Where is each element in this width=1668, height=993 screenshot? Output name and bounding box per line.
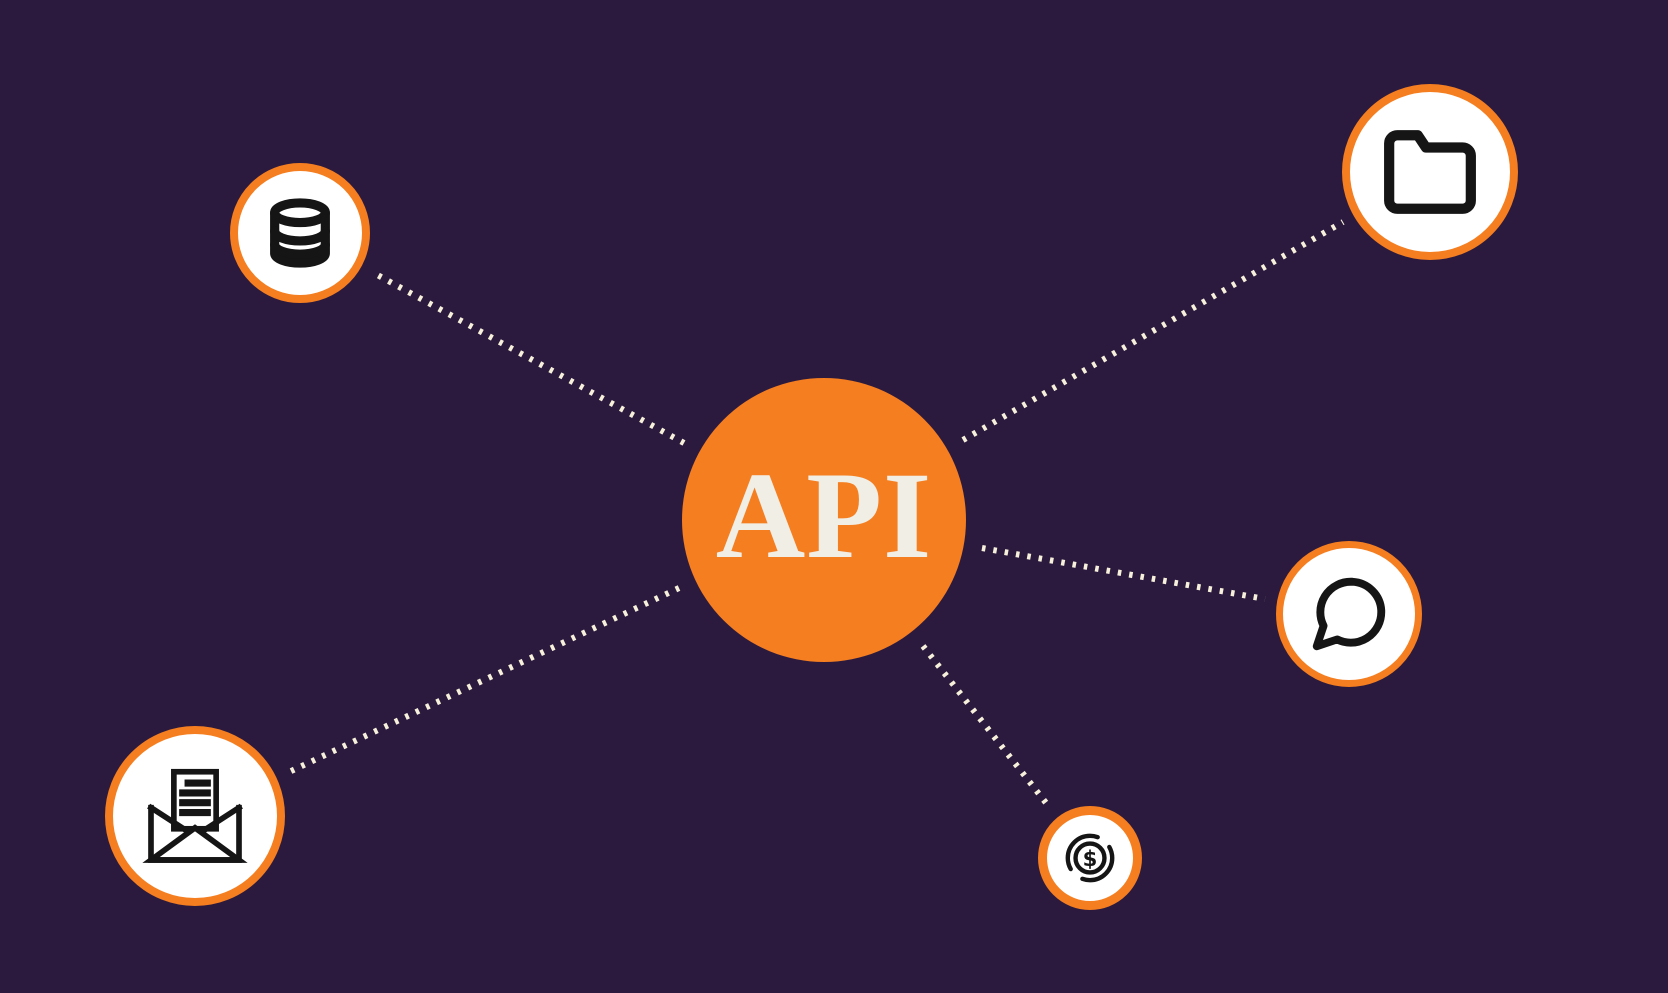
connector-money <box>920 644 1053 810</box>
dollar-sign: $ <box>1083 846 1098 871</box>
connector-folder <box>961 219 1345 443</box>
database-icon <box>270 198 330 268</box>
connector-chat <box>981 545 1266 602</box>
dollar-coin-icon: $ <box>1065 833 1115 883</box>
connector-email <box>285 585 681 776</box>
folder-icon <box>1384 130 1476 214</box>
node-chat <box>1276 541 1422 687</box>
api-label: API <box>715 447 933 584</box>
node-database <box>230 163 370 303</box>
node-folder <box>1342 84 1518 260</box>
node-money: $ <box>1038 806 1142 910</box>
connector-database <box>370 269 686 446</box>
api-hub: API <box>682 378 966 662</box>
chat-bubble-icon <box>1312 577 1386 651</box>
open-mail-icon <box>142 768 248 863</box>
node-email <box>105 726 285 906</box>
